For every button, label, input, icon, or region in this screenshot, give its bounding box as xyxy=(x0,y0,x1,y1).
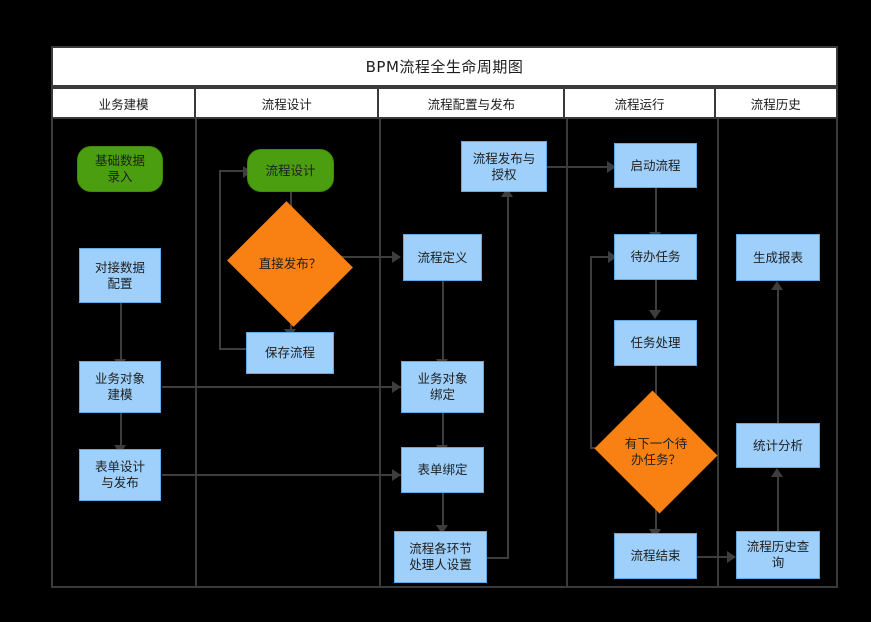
edge-n9-n10-line xyxy=(442,281,444,361)
edge-n17-n20-line xyxy=(697,556,735,558)
edge-n3-n10-arrow xyxy=(392,381,401,393)
node-statistical-analysis[interactable]: 统计分析 xyxy=(736,423,820,468)
node-task-processing[interactable]: 任务处理 xyxy=(614,320,697,366)
edge-n15-n16-line xyxy=(655,366,657,410)
edge-n14-n15-arrow xyxy=(649,310,661,319)
edge-n4-n11-line xyxy=(162,474,402,476)
edge-n12-n8-seg-h xyxy=(487,557,509,559)
diagram-title: BPM流程全生命周期图 xyxy=(51,46,838,87)
node-process-end[interactable]: 流程结束 xyxy=(614,533,697,579)
lane-header-process-config-publish: 流程配置与发布 xyxy=(377,87,566,119)
edge-n3-n10-line xyxy=(162,386,402,388)
node-process-publish-authorize[interactable]: 流程发布与授权 xyxy=(461,141,547,192)
node-node-handler-settings[interactable]: 流程各环节处理人设置 xyxy=(394,531,487,583)
edge-n19-n18-line xyxy=(777,288,779,423)
lane-header-row: 业务建模 流程设计 流程配置与发布 流程运行 流程历史 xyxy=(51,87,838,119)
edge-n14-n15-line xyxy=(655,280,657,312)
node-basic-data-entry[interactable]: 基础数据录入 xyxy=(77,146,163,192)
edge-n8-n13-arrow xyxy=(607,161,616,173)
lane-divider-1 xyxy=(195,119,197,588)
node-next-todo-task-decision[interactable]: 有下一个待办任务？ xyxy=(594,390,718,514)
node-data-integration-config[interactable]: 对接数据配置 xyxy=(79,248,161,303)
node-next-todo-task-decision-label: 有下一个待办任务？ xyxy=(624,436,688,467)
node-todo-task[interactable]: 待办任务 xyxy=(614,234,697,280)
edge-n16-n17-line xyxy=(655,493,657,531)
edge-n16-n14-seg-v xyxy=(590,257,592,449)
lane-divider-2 xyxy=(379,119,381,588)
lane-header-process-design: 流程设计 xyxy=(194,87,380,119)
edge-n16-n14-seg-h2 xyxy=(590,256,612,258)
edge-n12-n8-arrow xyxy=(501,188,513,197)
node-form-design-publish[interactable]: 表单设计与发布 xyxy=(79,449,161,501)
edge-n10-n11-line xyxy=(442,413,444,447)
edge-n2-n3-line xyxy=(120,303,122,361)
node-business-object-binding[interactable]: 业务对象绑定 xyxy=(401,361,484,413)
lane-divider-3 xyxy=(566,119,568,588)
node-direct-publish-decision[interactable]: 直接发布？ xyxy=(227,201,353,327)
edge-n6-n9-line xyxy=(337,256,400,258)
node-process-definition[interactable]: 流程定义 xyxy=(403,234,482,281)
swimlane-frame xyxy=(51,46,838,588)
node-generate-report[interactable]: 生成报表 xyxy=(736,234,820,281)
edge-n4-n11-arrow xyxy=(392,469,401,481)
node-process-history-query[interactable]: 流程历史查询 xyxy=(736,531,820,579)
node-process-design[interactable]: 流程设计 xyxy=(247,149,334,192)
edge-n7-n5-seg-v xyxy=(219,171,221,350)
lane-header-process-history: 流程历史 xyxy=(713,87,838,119)
lane-header-process-runtime: 流程运行 xyxy=(563,87,716,119)
node-form-binding[interactable]: 表单绑定 xyxy=(401,447,484,493)
edge-n13-n14-line xyxy=(655,188,657,234)
edge-n17-n20-arrow xyxy=(727,551,736,563)
edge-n19-n18-arrow xyxy=(771,281,783,290)
lane-header-business-modeling: 业务建模 xyxy=(51,87,197,119)
node-direct-publish-decision-label: 直接发布？ xyxy=(258,256,322,272)
edge-n11-n12-arrow xyxy=(436,525,448,534)
edge-n20-n19-arrow xyxy=(771,468,783,477)
edge-n16-n14-arrow xyxy=(608,251,617,263)
edge-n6-n9-arrow xyxy=(392,251,401,263)
node-start-process[interactable]: 启动流程 xyxy=(614,143,697,188)
node-save-process[interactable]: 保存流程 xyxy=(246,332,334,374)
edge-n7-n5-seg-h2 xyxy=(219,170,246,172)
edge-n20-n19-line xyxy=(777,475,779,531)
edge-n11-n12-line xyxy=(442,493,444,527)
edge-n3-n4-line xyxy=(120,413,122,447)
lane-divider-4 xyxy=(717,119,719,588)
node-business-object-modeling[interactable]: 业务对象建模 xyxy=(79,361,161,413)
edge-n8-n13-line xyxy=(546,166,615,168)
edge-n7-n5-seg-h1 xyxy=(219,348,247,350)
edge-n12-n8-seg-v xyxy=(507,196,509,559)
